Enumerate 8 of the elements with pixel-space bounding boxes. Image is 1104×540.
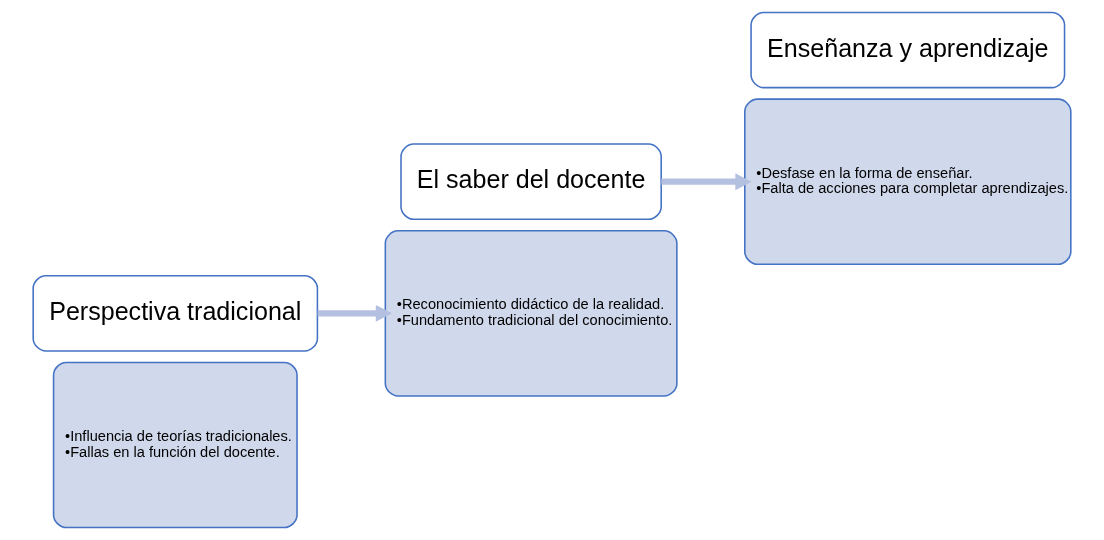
node-box: •Influencia de teorías tradicionales. •Fallas en la función del docente. [52,361,298,529]
arrow [317,304,392,322]
node-box: El saber del docente [400,143,662,221]
node-box: •Reconocimiento didáctico de la realidad. •Fundamento tradicional del conocimiento. [384,230,678,397]
node-box: •Desfase en la forma de enseñar. •Falta de acciones para completar aprendizajes. [744,98,1072,266]
node-box: Enseñanza y aprendizaje [750,11,1066,89]
arrow [661,173,752,191]
node-box: Perspectiva tradicional [32,274,319,352]
